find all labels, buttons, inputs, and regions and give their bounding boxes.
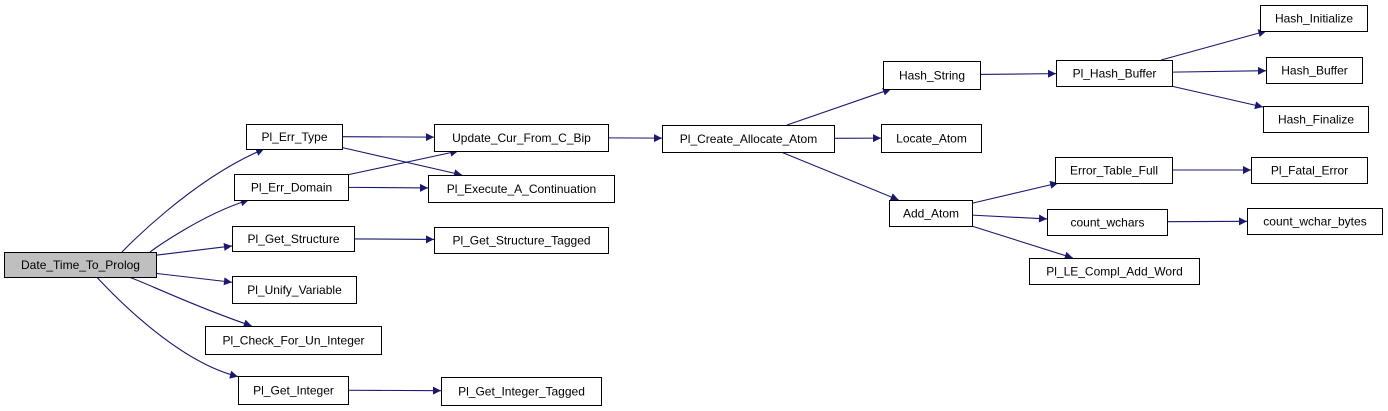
node-box[interactable] <box>238 376 349 405</box>
edge-root-to-err-type <box>121 148 265 253</box>
node-box[interactable] <box>883 61 981 90</box>
node-label: Locate_Atom <box>896 132 967 146</box>
node-label: Pl_Err_Type <box>261 130 327 144</box>
node-box[interactable] <box>662 125 835 153</box>
edge-add-atom-to-count-wchars <box>971 214 1048 223</box>
edge-create-atom-to-hash-string <box>786 87 892 126</box>
node-box[interactable] <box>4 252 157 278</box>
node-label: Pl_Check_For_Un_Integer <box>222 334 364 348</box>
node-box[interactable] <box>428 175 615 203</box>
node-box[interactable] <box>1047 209 1168 236</box>
node-label: Date_Time_To_Prolog <box>21 258 140 272</box>
node-box[interactable] <box>881 124 982 153</box>
edge-root-to-get-structure <box>155 242 233 256</box>
node-label: Hash_Initialize <box>1275 12 1353 26</box>
node-box[interactable] <box>889 200 973 227</box>
node-error-table-full[interactable]: Error_Table_Full <box>1055 157 1173 184</box>
edges-layer <box>96 29 1267 395</box>
edge-root-to-unify-variable <box>155 272 233 286</box>
node-label: count_wchar_bytes <box>1263 215 1366 229</box>
node-box[interactable] <box>1263 106 1369 133</box>
edge-root-to-check-un-integer <box>128 276 252 328</box>
node-label: Pl_LE_Compl_Add_Word <box>1046 265 1183 279</box>
node-label: Hash_Finalize <box>1278 113 1354 127</box>
node-locate-atom[interactable]: Locate_Atom <box>881 124 982 153</box>
edge-pl-hash-buffer-to-hash-finalize <box>1170 85 1264 110</box>
edge-hash-string-to-pl-hash-buffer <box>979 69 1057 78</box>
node-label: Pl_Hash_Buffer <box>1073 67 1157 81</box>
edge-get-structure-to-get-structure-tagged <box>353 235 435 244</box>
node-label: count_wchars <box>1070 216 1144 230</box>
node-label: Hash_String <box>899 69 965 83</box>
node-label: Pl_Create_Allocate_Atom <box>680 132 817 146</box>
node-get-integer[interactable]: Pl_Get_Integer <box>238 376 349 405</box>
node-get-integer-tagged[interactable]: Pl_Get_Integer_Tagged <box>441 377 602 406</box>
node-add-atom[interactable]: Add_Atom <box>889 200 973 227</box>
node-box[interactable] <box>434 124 609 152</box>
edge-add-atom-to-error-table-full <box>971 180 1059 204</box>
edge-create-atom-to-add-atom <box>780 151 899 201</box>
node-count-wchar-bytes[interactable]: count_wchar_bytes <box>1247 208 1383 235</box>
node-exec-cont[interactable]: Pl_Execute_A_Continuation <box>428 175 615 203</box>
node-label: Add_Atom <box>903 207 959 221</box>
node-box[interactable] <box>246 124 343 150</box>
node-le-compl-add-word[interactable]: Pl_LE_Compl_Add_Word <box>1029 258 1200 285</box>
node-get-structure-tagged[interactable]: Pl_Get_Structure_Tagged <box>434 227 609 254</box>
edge-root-to-err-domain <box>149 198 249 253</box>
node-get-structure[interactable]: Pl_Get_Structure <box>232 226 355 252</box>
node-box[interactable] <box>434 227 609 254</box>
node-count-wchars[interactable]: count_wchars <box>1047 209 1168 236</box>
node-box[interactable] <box>1056 60 1173 87</box>
edge-pl-hash-buffer-to-hash-buffer <box>1171 66 1267 75</box>
node-box[interactable] <box>441 377 602 406</box>
node-unify-variable[interactable]: Pl_Unify_Variable <box>232 276 357 304</box>
edge-err-type-to-exec-cont <box>341 146 463 178</box>
node-root[interactable]: Date_Time_To_Prolog <box>4 252 157 278</box>
node-create-atom[interactable]: Pl_Create_Allocate_Atom <box>662 125 835 153</box>
edge-err-domain-to-exec-cont <box>347 183 429 192</box>
edge-root-to-get-integer <box>96 276 239 379</box>
edge-add-atom-to-le-compl-add-word <box>971 225 1074 260</box>
node-label: Pl_Get_Integer_Tagged <box>458 385 585 399</box>
node-box[interactable] <box>1247 208 1383 235</box>
node-label: Update_Cur_From_C_Bip <box>452 131 591 145</box>
node-pl-hash-buffer[interactable]: Pl_Hash_Buffer <box>1056 60 1173 87</box>
node-check-un-integer[interactable]: Pl_Check_For_Un_Integer <box>205 326 382 355</box>
node-label: Pl_Get_Structure <box>247 232 339 246</box>
node-hash-initialize[interactable]: Hash_Initialize <box>1260 5 1368 32</box>
nodes-layer: Date_Time_To_Prolog Pl_Err_TypePl_Err_Dom… <box>4 5 1383 406</box>
node-box[interactable] <box>1055 157 1173 184</box>
node-box[interactable] <box>1029 258 1200 285</box>
node-hash-buffer[interactable]: Hash_Buffer <box>1266 57 1363 84</box>
node-box[interactable] <box>234 174 349 201</box>
node-label: Error_Table_Full <box>1070 164 1158 178</box>
node-box[interactable] <box>232 276 357 304</box>
edge-pl-hash-buffer-to-hash-initialize <box>1161 29 1267 61</box>
node-box[interactable] <box>232 226 355 252</box>
node-fatal-error[interactable]: Pl_Fatal_Error <box>1251 157 1368 184</box>
edge-err-domain-to-update-cur <box>347 148 459 176</box>
node-label: Pl_Err_Domain <box>251 181 332 195</box>
node-box[interactable] <box>1260 5 1368 32</box>
node-label: Pl_Fatal_Error <box>1271 164 1348 178</box>
node-label: Pl_Execute_A_Continuation <box>447 182 596 196</box>
node-box[interactable] <box>205 326 382 355</box>
node-label: Pl_Get_Integer <box>253 384 334 398</box>
node-hash-string[interactable]: Hash_String <box>883 61 981 90</box>
node-err-domain[interactable]: Pl_Err_Domain <box>234 174 349 201</box>
node-update-cur[interactable]: Update_Cur_From_C_Bip <box>434 124 609 152</box>
node-err-type[interactable]: Pl_Err_Type <box>246 124 343 150</box>
node-label: Pl_Get_Structure_Tagged <box>452 234 590 248</box>
node-box[interactable] <box>1251 157 1368 184</box>
node-box[interactable] <box>1266 57 1363 84</box>
node-label: Hash_Buffer <box>1281 64 1348 78</box>
node-hash-finalize[interactable]: Hash_Finalize <box>1263 106 1369 133</box>
node-label: Pl_Unify_Variable <box>247 283 342 297</box>
